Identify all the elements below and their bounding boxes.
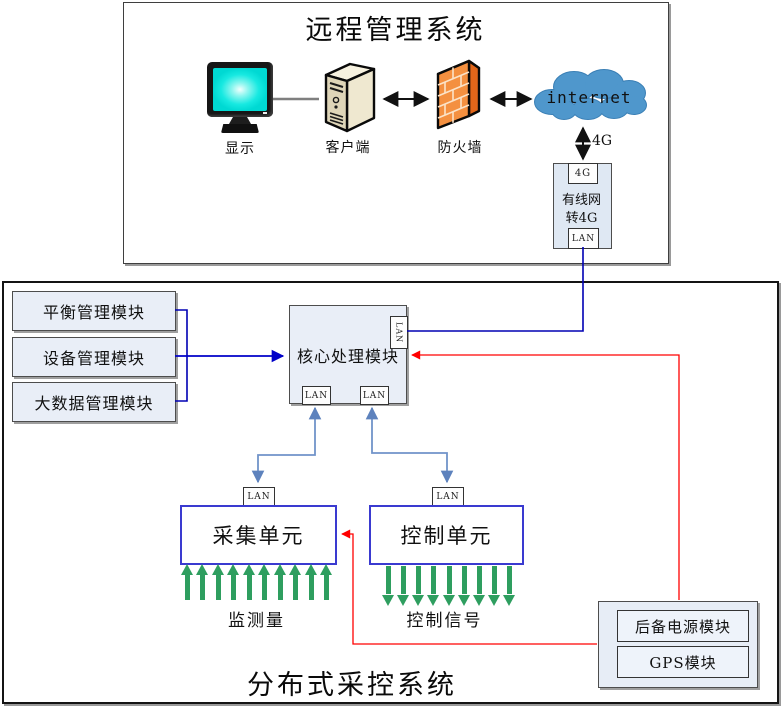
internet-cloud-icon: [534, 69, 647, 120]
monitor-base: [221, 124, 259, 133]
gateway-name: 有线网 转4G: [553, 192, 610, 228]
backup-power-module: 后备电源模块: [617, 610, 749, 642]
signal-arrow-down: [397, 566, 410, 606]
signal-arrow-down: [503, 566, 516, 606]
gateway-4g-port: 4G: [568, 163, 598, 184]
signal-arrow-down: [382, 566, 395, 606]
signal-arrow-up: [196, 564, 209, 601]
display-label: 显示: [225, 141, 255, 157]
signal-arrow-up: [227, 564, 240, 601]
core-bottom-lan-port-left: LAN: [302, 386, 331, 405]
gateway-name-line2: 转4G: [565, 211, 598, 226]
monitored-quantity-arrows: [181, 564, 333, 601]
gps-module: GPS模块: [617, 646, 749, 678]
monitor-stand: [229, 117, 251, 124]
control-unit: 控制单元: [369, 505, 524, 565]
signal-arrow-down: [412, 566, 425, 606]
control-signal-label: 控制信号: [406, 611, 483, 631]
core-bottom-lan-port-right: LAN: [360, 386, 389, 405]
gateway-lan-port: LAN: [568, 228, 599, 249]
firewall-icon: [436, 59, 481, 130]
internet-label: internet: [546, 88, 632, 107]
core-right-lan-port: LAN: [390, 316, 408, 349]
server-tower-icon: [324, 62, 376, 133]
signal-arrow-up: [211, 564, 225, 601]
acquisition-unit: 采集单元: [180, 505, 337, 565]
signal-arrow-up: [181, 564, 194, 601]
signal-arrow-down: [427, 566, 440, 606]
monitor-power-led: [263, 112, 267, 114]
signal-arrow-up: [289, 564, 302, 601]
module-bigdata-management: 大数据管理模块: [12, 382, 176, 422]
acquisition-lan-port: LAN: [243, 487, 275, 507]
module-device-management: 设备管理模块: [12, 337, 176, 377]
firewall-label: 防火墙: [437, 140, 483, 156]
control-lan-port: LAN: [432, 487, 464, 507]
signal-arrow-down: [487, 566, 501, 606]
client-label: 客户端: [325, 140, 371, 156]
gateway-name-line1: 有线网: [561, 193, 601, 208]
signal-arrow-up: [304, 564, 318, 601]
signal-arrow-up: [242, 564, 256, 601]
signal-arrow-up: [319, 564, 333, 601]
signal-arrow-down: [457, 566, 471, 606]
signal-arrow-up: [273, 564, 287, 601]
link-4g-label: 4G: [592, 133, 613, 149]
monitored-quantity-label: 监测量: [228, 611, 285, 631]
signal-arrow-up: [258, 564, 271, 601]
module-balance-management: 平衡管理模块: [12, 291, 176, 331]
monitor-screen: [213, 68, 267, 111]
signal-arrow-down: [442, 566, 456, 606]
distributed-system-title: 分布式采控系统: [247, 670, 457, 701]
signal-arrow-down: [472, 566, 486, 606]
control-signal-arrows: [382, 566, 516, 606]
remote-system-title: 远程管理系统: [305, 15, 486, 46]
